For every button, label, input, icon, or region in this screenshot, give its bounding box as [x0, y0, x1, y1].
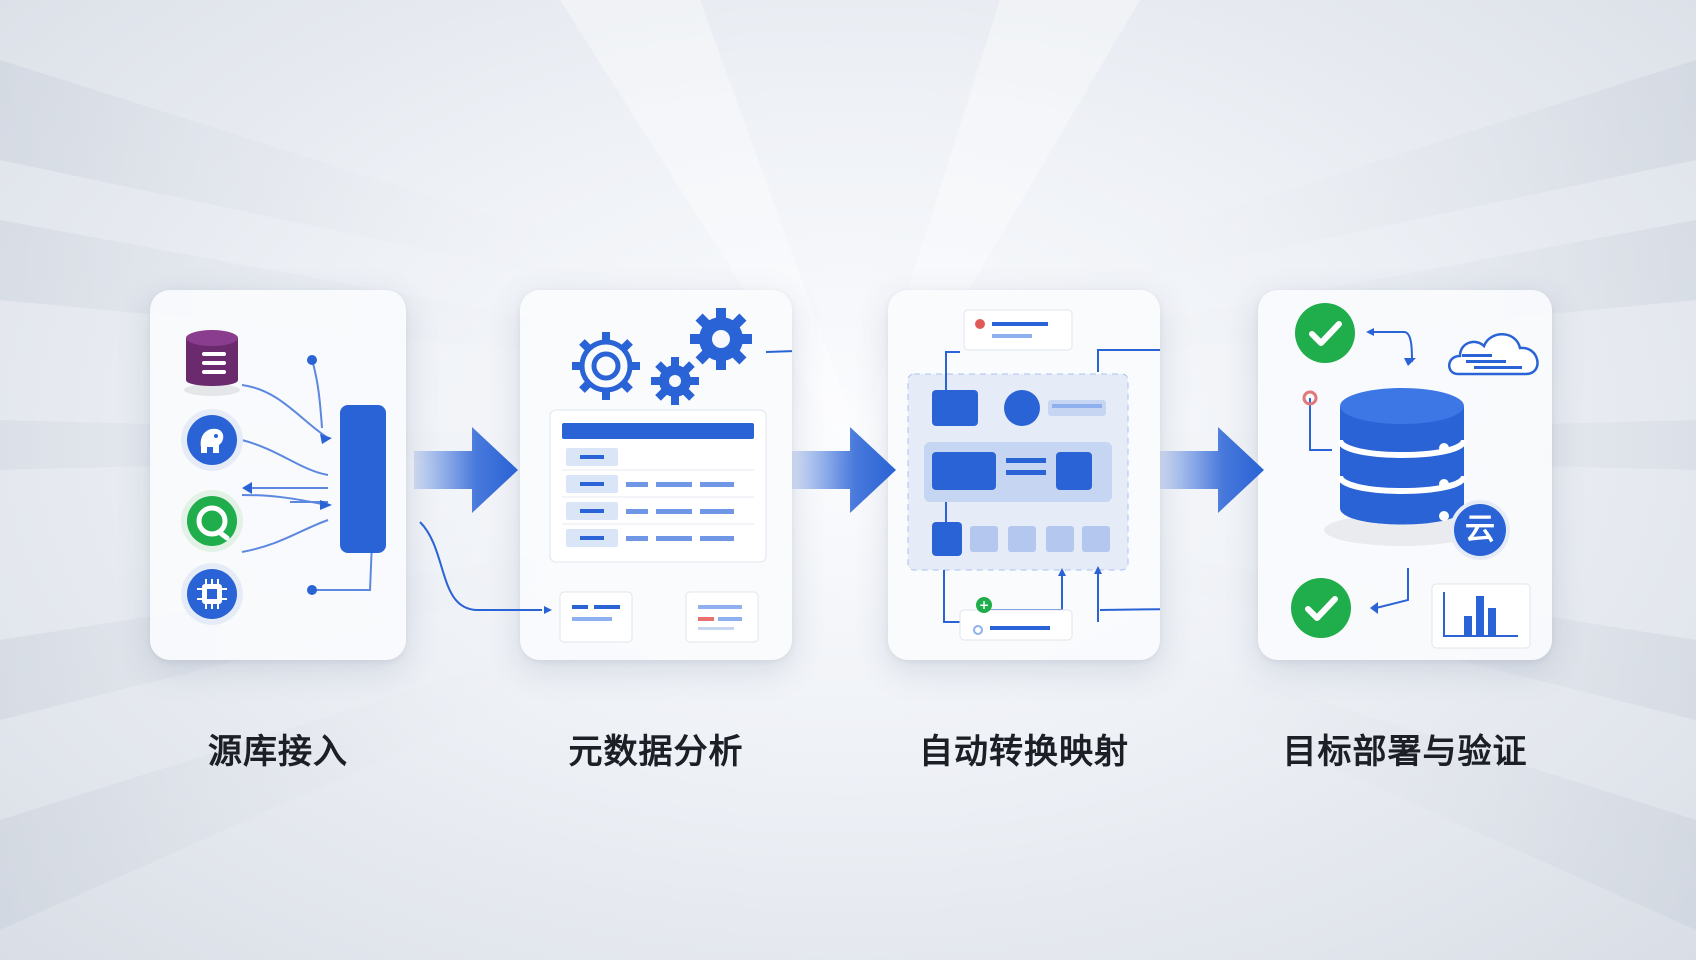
connector-line: [419, 521, 552, 614]
transform-card: +: [888, 290, 1160, 660]
flow-arrow-2: [792, 425, 898, 515]
step-label-source: 源库接入: [208, 732, 348, 772]
source-card: [150, 290, 406, 660]
chip-icon: [181, 563, 243, 625]
flow-arrow-1: [414, 425, 520, 515]
database-icon: [184, 330, 240, 396]
flow-arrow-3: [1160, 425, 1266, 515]
cloud-badge: 云: [1465, 512, 1495, 547]
step-label-metadata: 元数据分析: [568, 732, 744, 772]
elephant-icon: [181, 409, 243, 471]
metadata-card: [520, 290, 792, 660]
checkmark-icon: [1295, 303, 1355, 363]
checkmark-icon: [1291, 578, 1351, 638]
bar-chart-icon: [1443, 592, 1518, 637]
step-label-transform: 自动转换映射: [919, 732, 1129, 772]
svg-text:+: +: [979, 598, 989, 612]
deploy-card: 云: [1258, 290, 1552, 660]
cloud-icon: [1448, 333, 1539, 376]
gear-icon: [651, 357, 699, 405]
mongo-leaf-icon: [181, 490, 243, 552]
step-label-deploy: 目标部署与验证: [1282, 732, 1528, 772]
gear-icon: [572, 332, 640, 400]
gear-icon: [690, 308, 752, 370]
